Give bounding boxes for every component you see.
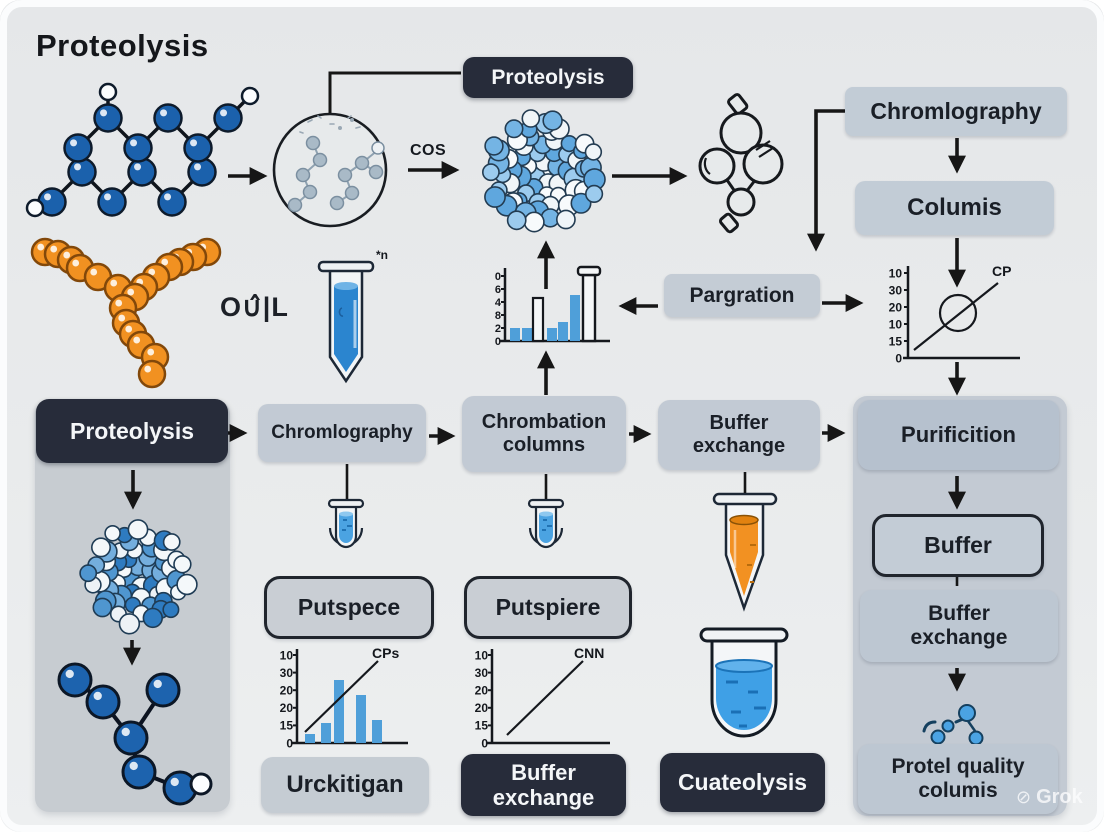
grok-logo-icon: ⊘ <box>1016 787 1032 807</box>
purificition-label: Purificition <box>901 422 1016 448</box>
flow-arrows <box>123 109 966 692</box>
cnn-line-chart: 10 30 20 20 15 0 CNN <box>475 645 610 750</box>
chrombation-line2: columns <box>502 434 586 456</box>
buffer-exchange-flow-box: Buffer exchange <box>658 400 820 470</box>
svg-text:10: 10 <box>475 648 489 662</box>
svg-text:2: 2 <box>495 323 501 335</box>
chromlography-flow-label: Chromlography <box>271 422 413 444</box>
proteolysis-flow-label: Proteolysis <box>70 417 194 444</box>
molecule-doodle-illustration <box>922 704 984 746</box>
svg-text:15: 15 <box>889 334 903 348</box>
test-tube-small-illustration <box>527 498 565 549</box>
magnifier-illustration <box>272 112 388 228</box>
svg-text:30: 30 <box>889 283 903 297</box>
chrombation-line1: Chrombation <box>481 411 607 434</box>
putspiere-label: Putspiere <box>495 594 601 621</box>
svg-text:20: 20 <box>889 300 903 314</box>
buffer-box: Buffer <box>872 514 1044 577</box>
svg-text:CP: CP <box>992 263 1011 279</box>
svg-text:20: 20 <box>475 701 489 715</box>
svg-text:10: 10 <box>889 317 903 331</box>
trefoil-molecule-illustration <box>698 93 784 234</box>
cos-label: COS <box>410 142 447 159</box>
buffer-exchange-right-line1: Buffer <box>928 602 990 626</box>
watermark-label: Grok <box>1036 786 1083 808</box>
buffer-exchange-flow-line2: exchange <box>692 435 786 457</box>
svg-text:0: 0 <box>495 271 501 283</box>
cuateolysis-label: Cuateolysis <box>677 769 808 796</box>
proteolysis-flow-box: Proteolysis <box>36 399 228 463</box>
svg-text:20: 20 <box>475 684 489 698</box>
conical-tube-orange-illustration <box>712 492 778 612</box>
columis-label: Columis <box>907 194 1002 222</box>
svg-text:30: 30 <box>280 666 294 680</box>
page-title: Proteolysis <box>36 28 209 63</box>
proteolysis-callout-label: Proteolysis <box>491 65 605 89</box>
urckitigan-box: Urckitigan <box>261 757 429 813</box>
svg-text:0: 0 <box>895 351 902 365</box>
chromlography-top-box: Chromlography <box>845 87 1067 136</box>
urckitigan-label: Urckitigan <box>286 771 404 799</box>
svg-text:8: 8 <box>495 310 501 322</box>
test-tube-small-illustration <box>327 498 365 549</box>
antibody-bead-chain-illustration <box>30 237 222 389</box>
oul-label: O∪̂|L <box>220 292 289 322</box>
chrombation-columns-box: Chrombation columns <box>462 396 626 472</box>
buffer-exchange-flow-line1: Buffer <box>709 412 769 435</box>
svg-text:0: 0 <box>495 336 501 348</box>
svg-text:30: 30 <box>475 666 489 680</box>
buffer-exchange-right-box: Buffer exchange <box>860 590 1058 662</box>
svg-text:15: 15 <box>280 719 294 733</box>
protel-quality-box: Protel quality columis <box>858 744 1058 814</box>
svg-text:CNN: CNN <box>574 645 604 661</box>
protel-quality-line1: Protel quality <box>891 755 1025 779</box>
pargration-box: Pargration <box>664 274 820 317</box>
svg-text:10: 10 <box>889 266 903 280</box>
buffer-exchange-dark-box: Buffer exchange <box>461 754 626 816</box>
test-tube-large-illustration <box>317 260 375 384</box>
svg-text:CPs: CPs <box>372 645 399 661</box>
putspece-box: Putspece <box>264 576 434 639</box>
svg-text:20: 20 <box>280 701 294 715</box>
putspiere-box: Putspiere <box>464 576 632 639</box>
svg-text:6: 6 <box>495 284 501 296</box>
svg-text:4: 4 <box>495 297 502 309</box>
protein-cluster-illustration <box>481 109 606 233</box>
beaker-blue-illustration <box>699 627 789 738</box>
cp-line-chart: 10 30 20 10 15 0 CP <box>889 263 1020 365</box>
putspece-label: Putspece <box>297 594 401 621</box>
svg-text:0: 0 <box>286 736 293 750</box>
svg-text:10: 10 <box>280 648 294 662</box>
buffer-exchange-right-line2: exchange <box>910 626 1008 649</box>
buffer-label: Buffer <box>924 532 992 559</box>
tube-annotation-label: *n <box>376 248 388 262</box>
purificition-box: Purificition <box>858 400 1059 470</box>
chromlography-top-label: Chromlography <box>870 98 1042 125</box>
columis-box: Columis <box>855 181 1054 235</box>
svg-text:15: 15 <box>475 719 489 733</box>
watermark: ⊘ Grok <box>1016 786 1083 809</box>
pargration-label: Pargration <box>689 283 795 307</box>
buffer-exchange-dark-line2: exchange <box>492 785 595 810</box>
buffer-exchange-dark-line1: Buffer <box>511 759 576 785</box>
svg-text:0: 0 <box>481 736 488 750</box>
chromlography-flow-box: Chromlography <box>258 404 426 462</box>
svg-text:20: 20 <box>280 684 294 698</box>
cuateolysis-box: Cuateolysis <box>660 753 825 812</box>
denatured-cluster-illustration <box>79 519 198 635</box>
protein-chain-illustration <box>25 82 260 218</box>
cps-bar-chart: 10 30 20 20 15 0 CPs <box>280 645 408 750</box>
peptide-fragment-illustration <box>57 662 213 806</box>
proteolysis-callout-box: Proteolysis <box>463 57 633 98</box>
protel-quality-line2: columis <box>918 779 998 802</box>
